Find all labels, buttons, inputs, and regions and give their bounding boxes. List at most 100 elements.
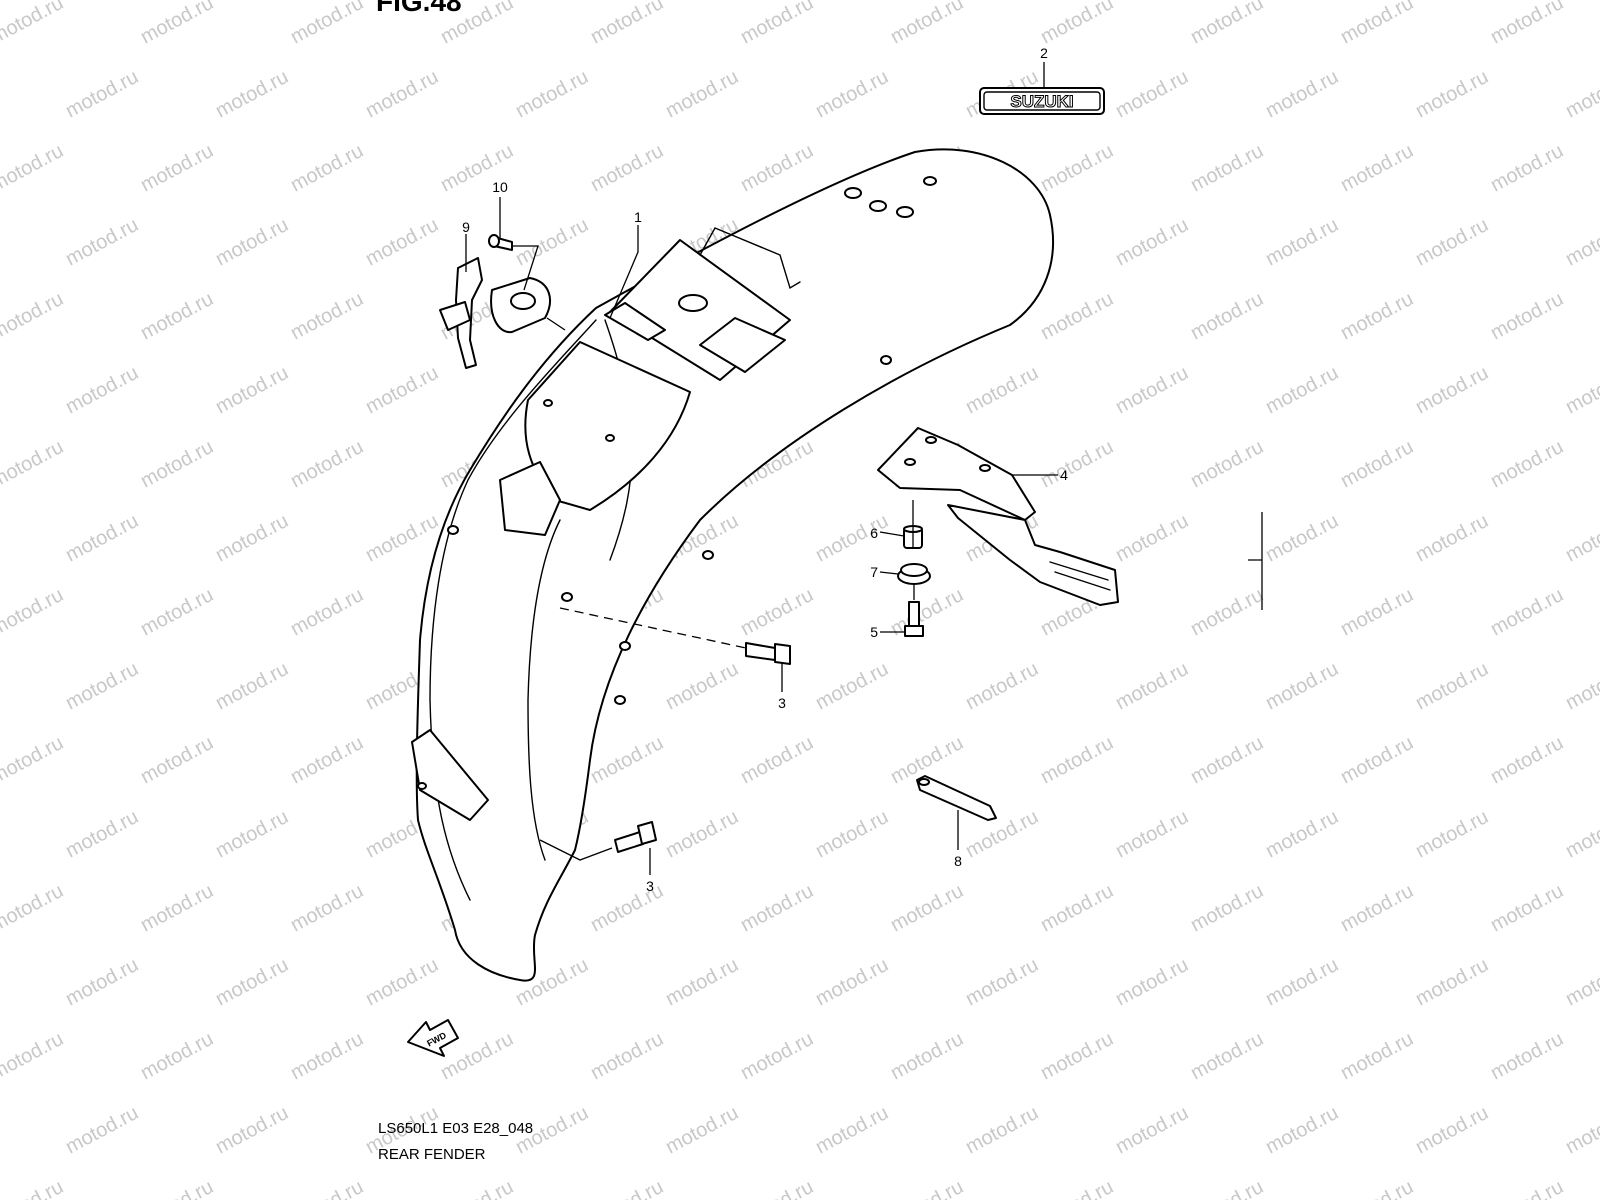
watermark-text: motod.ru (1562, 954, 1600, 1010)
bolt-3-upper-part[interactable] (745, 642, 791, 665)
watermark-text: motod.ru (1262, 362, 1342, 418)
leader-bolt3-lower-to-fender (539, 839, 613, 861)
fwd-direction-arrow: FWD (407, 1019, 459, 1057)
watermark-text: motod.ru (0, 436, 67, 492)
watermark-text: motod.ru (1037, 1176, 1117, 1200)
watermark-text: motod.ru (137, 436, 217, 492)
callout-7: 7 (870, 564, 878, 580)
watermark-text: motod.ru (287, 1176, 367, 1200)
fender-rear-bracket (411, 729, 489, 821)
watermark-text: motod.ru (887, 0, 967, 48)
watermark-text: motod.ru (1262, 510, 1342, 566)
grommet-upper (900, 563, 928, 577)
clamp-strap-part[interactable] (916, 775, 997, 821)
emblem-inner-border (983, 91, 1101, 111)
leader-6 (879, 531, 905, 537)
watermark-text: motod.ru (587, 1176, 667, 1200)
watermark-text: motod.ru (1412, 954, 1492, 1010)
bolt-3-lower-head (637, 821, 657, 845)
watermark-text: motod.ru (137, 1028, 217, 1084)
helmet-lock-part[interactable] (439, 257, 551, 369)
watermark-text: motod.ru (962, 1102, 1042, 1158)
watermark-text: motod.ru (1037, 288, 1117, 344)
grommet-part[interactable] (897, 563, 931, 585)
watermark-text: motod.ru (737, 584, 817, 640)
watermark-text: motod.ru (737, 1176, 817, 1200)
rear-bracket-part[interactable] (877, 427, 1119, 606)
watermark-text: motod.ru (812, 954, 892, 1010)
watermark-text: motod.ru (1112, 658, 1192, 714)
bolt-5-part[interactable] (904, 601, 924, 637)
watermark-text: motod.ru (287, 880, 367, 936)
leader-lines (465, 62, 1058, 875)
watermark-text: motod.ru (1562, 658, 1600, 714)
bracket-arm (947, 504, 1119, 606)
section-name-caption: REAR FENDER (378, 1146, 486, 1163)
watermark-text: motod.ru (0, 1028, 67, 1084)
callout-3-upper: 3 (778, 695, 786, 711)
watermark-text: motod.ru (287, 732, 367, 788)
screw-10-part[interactable] (488, 234, 513, 251)
bolt-5-shank (908, 601, 920, 627)
bracket-plate (877, 427, 1036, 521)
watermark-text: motod.ru (1112, 806, 1192, 862)
watermark-text: motod.ru (137, 0, 217, 48)
watermark-text: motod.ru (62, 510, 142, 566)
watermark-text: motod.ru (662, 806, 742, 862)
rear-fender-part[interactable] (411, 148, 1054, 982)
watermark-text: motod.ru (1337, 732, 1417, 788)
watermark-text: motod.ru (1337, 584, 1417, 640)
watermark-text: motod.ru (362, 362, 442, 418)
watermark-text: motod.ru (887, 1028, 967, 1084)
watermark-text: motod.ru (662, 66, 742, 122)
watermark-text: motod.ru (587, 1028, 667, 1084)
watermark-text: motod.ru (1412, 214, 1492, 270)
watermark-text: motod.ru (437, 0, 517, 48)
model-code-caption: LS650L1 E03 E28_048 (378, 1120, 534, 1137)
watermark-text: motod.ru (1412, 510, 1492, 566)
watermark-text: motod.ru (662, 954, 742, 1010)
watermark-text: motod.ru (1262, 954, 1342, 1010)
bracket-hole-2 (904, 458, 916, 466)
watermark-text: motod.ru (1187, 288, 1267, 344)
watermark-text: motod.ru (62, 658, 142, 714)
watermark-text: motod.ru (962, 362, 1042, 418)
watermark-text: motod.ru (587, 880, 667, 936)
watermark-text: motod.ru (1337, 1028, 1417, 1084)
callout-1: 1 (634, 209, 642, 225)
bolt-3-lower-part[interactable] (614, 821, 657, 853)
watermark-text: motod.ru (1412, 658, 1492, 714)
watermark-text: motod.ru (62, 214, 142, 270)
watermark-text: motod.ru (1187, 1176, 1267, 1200)
watermark-text: motod.ru (1412, 66, 1492, 122)
watermark-text: motod.ru (1337, 1176, 1417, 1200)
watermark-text: motod.ru (1112, 510, 1192, 566)
watermark-text: motod.ru (1187, 0, 1267, 48)
leader-7 (879, 571, 899, 575)
watermark-text: motod.ru (0, 880, 67, 936)
suzuki-emblem-part[interactable]: SUZUKI (979, 87, 1105, 115)
watermark-text: motod.ru (737, 0, 817, 48)
watermark-text: motod.ru (212, 806, 292, 862)
watermark-text: motod.ru (1037, 1028, 1117, 1084)
fwd-arrow-shape (407, 1019, 459, 1057)
watermark-text: motod.ru (1487, 288, 1567, 344)
watermark-text: motod.ru (512, 66, 592, 122)
emblem-plate (979, 87, 1105, 115)
watermark-text: motod.ru (1562, 1102, 1600, 1158)
watermark-text: motod.ru (812, 510, 892, 566)
watermark-text: motod.ru (1037, 436, 1117, 492)
watermark-text: motod.ru (587, 732, 667, 788)
callout-4: 4 (1060, 467, 1068, 483)
watermark-text: motod.ru (1487, 140, 1567, 196)
watermark-text: motod.ru (362, 954, 442, 1010)
watermark-text: motod.ru (0, 140, 67, 196)
bracket-hole-1 (925, 436, 937, 444)
watermark-text: motod.ru (212, 214, 292, 270)
watermark-text: motod.ru (1337, 436, 1417, 492)
leader-bolt3-dashed (559, 607, 747, 649)
bracket-reflector-lines (1049, 561, 1111, 591)
watermark-text: motod.ru (1487, 0, 1567, 48)
